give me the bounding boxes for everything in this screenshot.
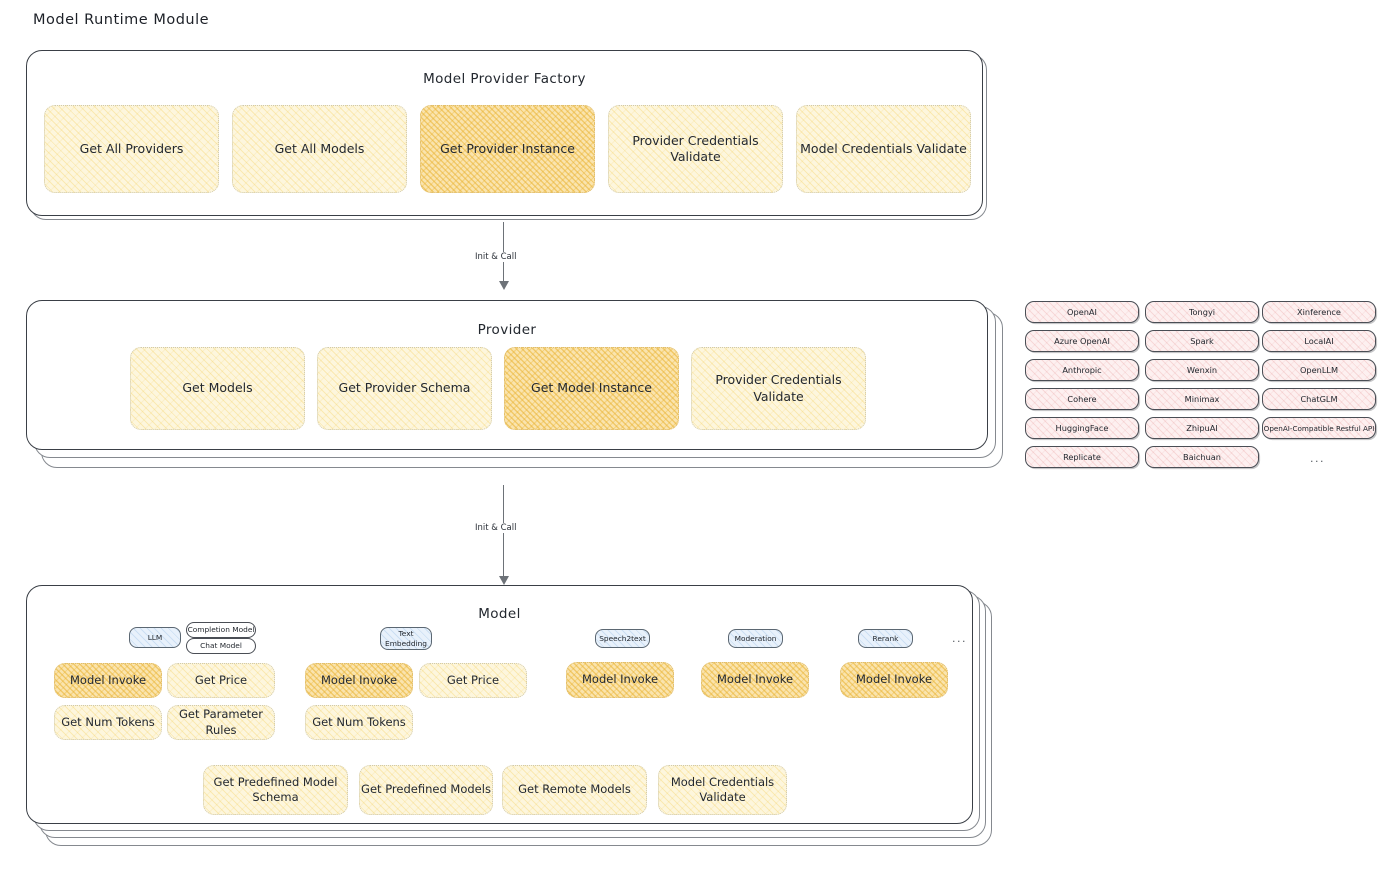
arrow-factory-to-provider-head [499, 281, 509, 290]
arrow-factory-to-provider-label: Init & Call [472, 252, 520, 262]
provider-chip-localai[interactable]: LocalAI [1262, 330, 1376, 352]
provider-chip-huggingface[interactable]: HuggingFace [1025, 417, 1139, 439]
model-type-tag-speech2text[interactable]: Speech2text [595, 629, 650, 648]
provider-chip-azure-openai[interactable]: Azure OpenAI [1025, 330, 1139, 352]
provider-chip-minimax[interactable]: Minimax [1145, 388, 1259, 410]
factory-box-provider-credentials-validate[interactable]: Provider Credentials Validate [608, 105, 783, 193]
model-type-tag-llm[interactable]: LLM [129, 627, 181, 648]
model-common-box-model-credentials-validate[interactable]: Model Credentials Validate [658, 765, 787, 815]
provider-chip-tongyi[interactable]: Tongyi [1145, 301, 1259, 323]
model-text-embedding-box-model-invoke[interactable]: Model Invoke [305, 663, 413, 698]
provider-list-more-ellipsis: ... [1310, 452, 1325, 465]
model-rerank-box-model-invoke[interactable]: Model Invoke [840, 662, 948, 698]
provider-chip-wenxin[interactable]: Wenxin [1145, 359, 1259, 381]
model-moderation-box-model-invoke[interactable]: Model Invoke [701, 662, 809, 698]
provider-chip-openllm[interactable]: OpenLLM [1262, 359, 1376, 381]
model-llm-box-model-invoke[interactable]: Model Invoke [54, 663, 162, 698]
page-title: Model Runtime Module [33, 12, 210, 28]
model-type-tag-moderation[interactable]: Moderation [728, 629, 783, 648]
provider-box-get-provider-schema[interactable]: Get Provider Schema [317, 347, 492, 430]
factory-title: Model Provider Factory [423, 71, 586, 87]
model-type-tag-text-embedding[interactable]: Text Embedding [380, 627, 432, 650]
provider-chip-cohere[interactable]: Cohere [1025, 388, 1139, 410]
model-container: Model [26, 585, 973, 824]
provider-chip-xinference[interactable]: Xinference [1262, 301, 1376, 323]
model-llm-box-get-parameter-rules[interactable]: Get Parameter Rules [167, 705, 275, 740]
provider-box-provider-credentials-validate[interactable]: Provider Credentials Validate [691, 347, 866, 430]
provider-chip-openai[interactable]: OpenAI [1025, 301, 1139, 323]
model-common-box-get-predefined-model-schema[interactable]: Get Predefined Model Schema [203, 765, 348, 815]
model-subtag-chat-model[interactable]: Chat Model [186, 638, 256, 654]
model-subtag-completion-model[interactable]: Completion Model [186, 622, 256, 638]
arrow-provider-to-model-head [499, 576, 509, 585]
model-types-more-ellipsis: ... [952, 632, 967, 645]
provider-box-get-models[interactable]: Get Models [130, 347, 305, 430]
provider-chip-zhipuai[interactable]: ZhipuAI [1145, 417, 1259, 439]
model-llm-box-get-num-tokens[interactable]: Get Num Tokens [54, 705, 162, 740]
arrow-provider-to-model-label: Init & Call [472, 523, 520, 533]
factory-box-get-provider-instance[interactable]: Get Provider Instance [420, 105, 595, 193]
factory-box-model-credentials-validate[interactable]: Model Credentials Validate [796, 105, 971, 193]
provider-chip-anthropic[interactable]: Anthropic [1025, 359, 1139, 381]
model-common-box-get-predefined-models[interactable]: Get Predefined Models [359, 765, 493, 815]
provider-box-get-model-instance[interactable]: Get Model Instance [504, 347, 679, 430]
model-text-embedding-box-get-price[interactable]: Get Price [419, 663, 527, 698]
factory-box-get-all-models[interactable]: Get All Models [232, 105, 407, 193]
model-speech2text-box-model-invoke[interactable]: Model Invoke [566, 662, 674, 698]
provider-title: Provider [477, 322, 537, 338]
provider-chip-spark[interactable]: Spark [1145, 330, 1259, 352]
model-llm-box-get-price[interactable]: Get Price [167, 663, 275, 698]
provider-chip-baichuan[interactable]: Baichuan [1145, 446, 1259, 468]
model-type-tag-rerank[interactable]: Rerank [858, 629, 913, 648]
provider-chip-replicate[interactable]: Replicate [1025, 446, 1139, 468]
factory-box-get-all-providers[interactable]: Get All Providers [44, 105, 219, 193]
provider-chip-chatglm[interactable]: ChatGLM [1262, 388, 1376, 410]
model-text-embedding-box-get-num-tokens[interactable]: Get Num Tokens [305, 705, 413, 740]
model-common-box-get-remote-models[interactable]: Get Remote Models [502, 765, 647, 815]
provider-chip-openai-compatible-restful-api[interactable]: OpenAI-Compatible Restful API [1262, 417, 1376, 439]
model-title: Model [478, 606, 521, 622]
